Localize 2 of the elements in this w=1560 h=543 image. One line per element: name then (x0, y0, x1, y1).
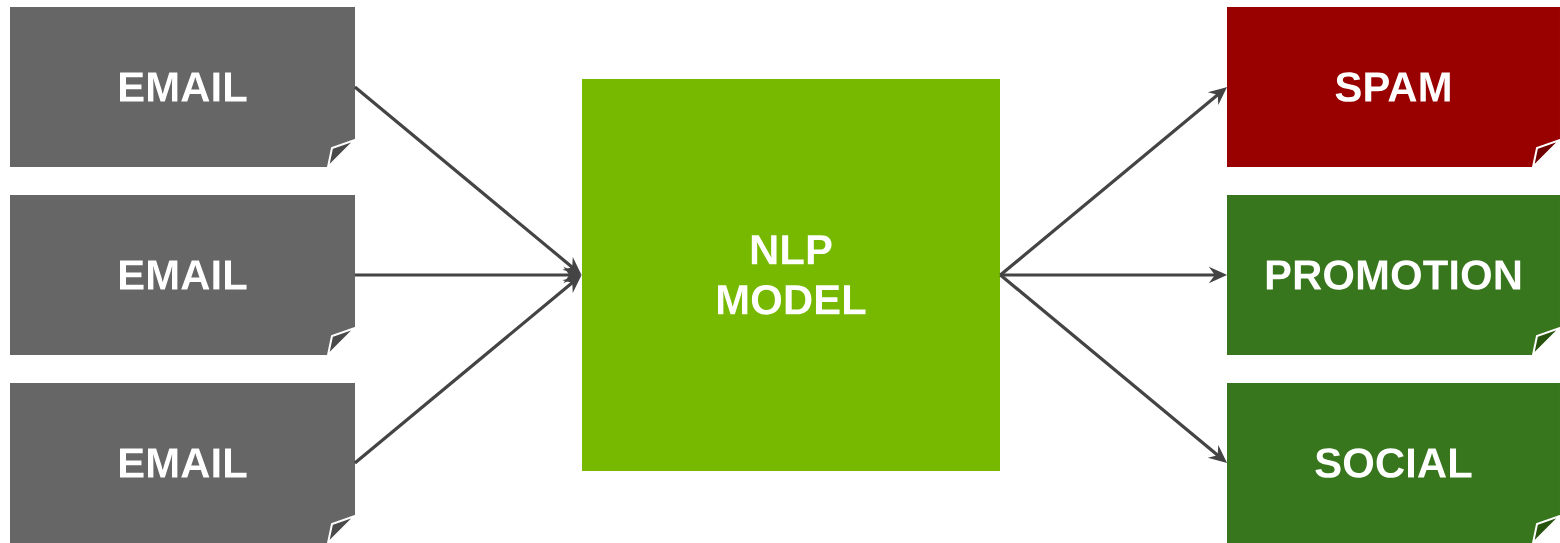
model-box: NLP MODEL (582, 79, 1000, 471)
document-box: SOCIAL (1227, 383, 1560, 543)
